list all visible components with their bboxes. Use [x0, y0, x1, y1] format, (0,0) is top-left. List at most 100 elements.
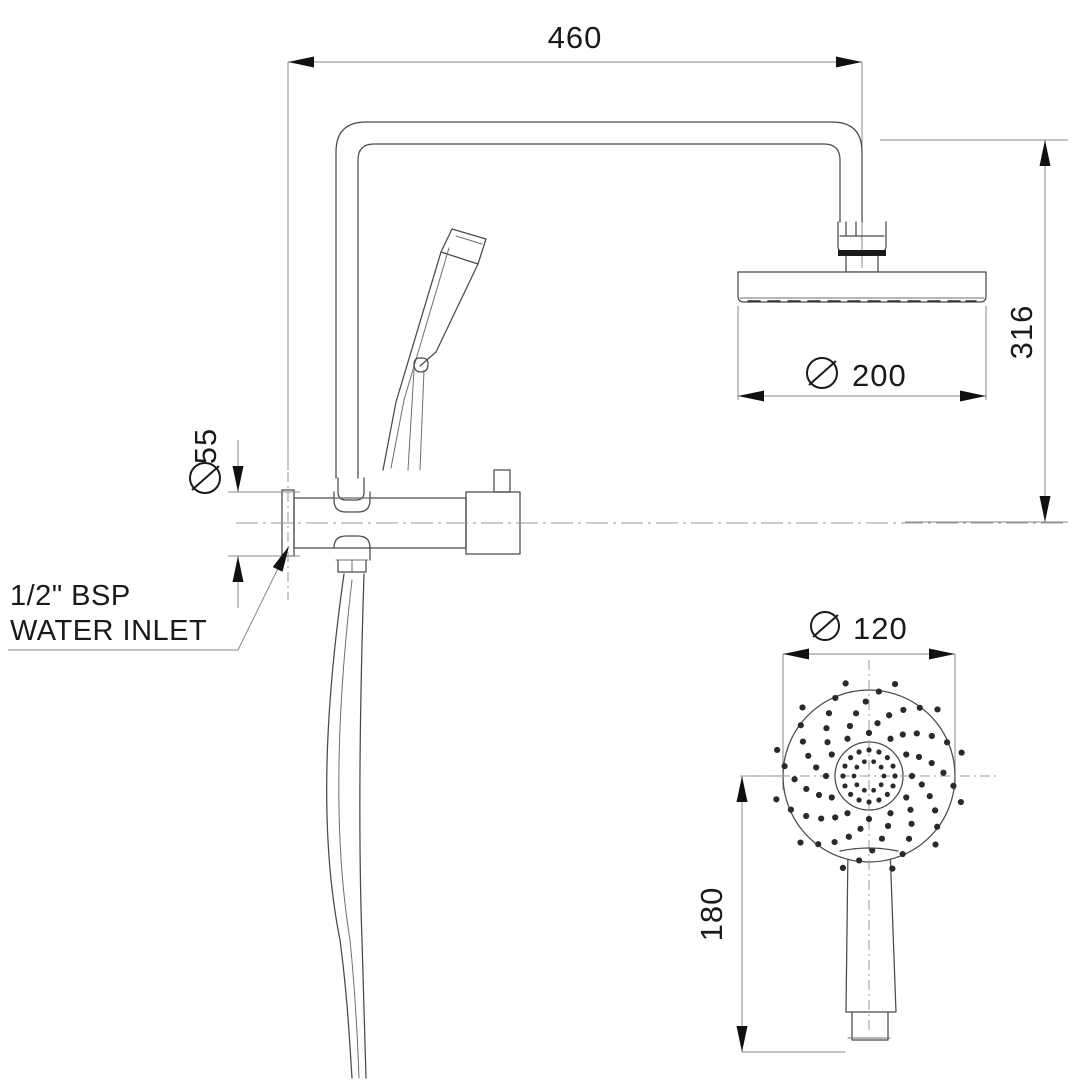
spray-nozzle [803, 812, 810, 820]
spray-nozzle [787, 806, 795, 813]
spray-nozzle-inner [866, 799, 872, 805]
spray-nozzle-inner [871, 759, 877, 765]
water-inlet-label-line1: 1/2" BSP [10, 580, 131, 612]
spray-nozzle [781, 763, 788, 770]
mixer-valve-body [236, 452, 1068, 600]
spray-nozzle [887, 735, 894, 742]
spray-nozzle [856, 857, 863, 864]
spray-nozzle [839, 864, 847, 871]
spray-nozzle [799, 738, 807, 745]
spray-nozzle-inner [876, 749, 882, 755]
spray-nozzle [865, 729, 873, 737]
spray-nozzle-inner [890, 783, 896, 789]
spray-nozzle [875, 688, 882, 695]
spray-nozzle-inner [890, 763, 896, 769]
spray-nozzle-inner [854, 764, 860, 770]
spray-nozzle [950, 782, 957, 789]
dimension-200-label: 200 [852, 358, 907, 393]
water-inlet-annotation: 1/2" BSP WATER INLET [8, 543, 294, 651]
dimension-460: 460 [287, 20, 863, 470]
diameter-symbol-icon [806, 357, 838, 389]
spray-nozzle [907, 806, 914, 813]
spray-nozzle [958, 749, 965, 756]
spray-nozzle [899, 850, 906, 858]
hand-shower-detail-view: 120 180 [694, 611, 1000, 1053]
spray-nozzle [887, 810, 894, 817]
spray-nozzle [828, 751, 835, 758]
spray-nozzle [874, 720, 881, 727]
spray-nozzle [928, 732, 935, 740]
spray-nozzle-inner [854, 782, 860, 788]
spray-nozzle [869, 847, 876, 854]
spray-nozzle-inner [856, 797, 862, 803]
spray-nozzle [845, 833, 852, 840]
spray-nozzle [903, 794, 910, 801]
dimension-120-label: 120 [853, 611, 908, 646]
spray-nozzle-inner [876, 797, 882, 803]
spray-nozzle [823, 725, 830, 732]
spray-nozzle-inner [866, 747, 872, 753]
spray-nozzle [932, 841, 939, 848]
spray-nozzle [825, 710, 833, 717]
spray-nozzle-inner [851, 773, 857, 779]
dimension-dia-55: 55 [188, 428, 300, 608]
spray-nozzle [815, 791, 823, 799]
spray-nozzle [891, 681, 899, 688]
spray-nozzle-inner [878, 764, 884, 770]
spray-nozzle [846, 722, 854, 730]
spray-nozzle [831, 838, 838, 846]
spray-nozzle-inner [856, 749, 862, 755]
spray-nozzle [791, 776, 798, 783]
spray-nozzle [931, 807, 939, 814]
spray-nozzle [884, 822, 892, 830]
spray-nozzle [928, 759, 935, 767]
spray-nozzle [862, 698, 869, 705]
spray-nozzle [878, 835, 886, 842]
spray-nozzle [865, 815, 873, 823]
spray-nozzle [903, 751, 910, 758]
spray-nozzle [803, 785, 810, 793]
spray-nozzle [805, 752, 812, 759]
dimension-dia-120: 120 [782, 611, 956, 790]
flexible-hose [326, 573, 367, 1079]
spray-nozzle [934, 823, 941, 830]
spray-nozzle [908, 772, 916, 780]
dimension-316-label: 316 [1004, 305, 1039, 360]
riser-pipe [335, 121, 863, 479]
spray-nozzle [822, 772, 830, 780]
water-inlet-label-line2: WATER INLET [10, 615, 207, 647]
spray-nozzle-inner [878, 782, 884, 788]
dimension-55-label: 55 [188, 428, 223, 464]
dimension-316: 316 [880, 139, 1068, 523]
hand-shower-elevation [382, 228, 487, 471]
dimension-180: 180 [694, 775, 845, 1053]
spray-nozzle [918, 781, 925, 788]
hand-shower-handle [845, 847, 897, 1041]
spray-nozzle [886, 712, 893, 719]
spray-nozzle-inner [840, 773, 846, 779]
spray-nozzle [900, 706, 907, 714]
spray-nozzle [899, 731, 906, 738]
spray-nozzle [943, 739, 951, 746]
spray-nozzle [857, 825, 864, 832]
spray-nozzle [913, 730, 920, 737]
spray-nozzle [774, 746, 781, 754]
spray-nozzle-inner [884, 791, 890, 797]
spray-nozzle [844, 735, 851, 742]
spray-nozzle [797, 722, 804, 729]
dimension-180-label: 180 [694, 887, 729, 942]
spray-nozzle [842, 680, 849, 687]
spray-nozzle-inner [881, 773, 887, 779]
spray-nozzle [844, 810, 851, 817]
spray-nozzle [773, 796, 780, 803]
spray-nozzle-inner [861, 787, 867, 793]
spray-nozzle [828, 794, 835, 801]
spray-nozzle-inner [871, 787, 877, 793]
spray-nozzle-inner [848, 791, 854, 797]
spray-nozzle-inner [892, 773, 898, 779]
spray-nozzle [818, 815, 825, 822]
diameter-symbol-icon-55 [189, 462, 221, 494]
spray-nozzle [832, 694, 839, 702]
spray-nozzle [797, 839, 804, 846]
